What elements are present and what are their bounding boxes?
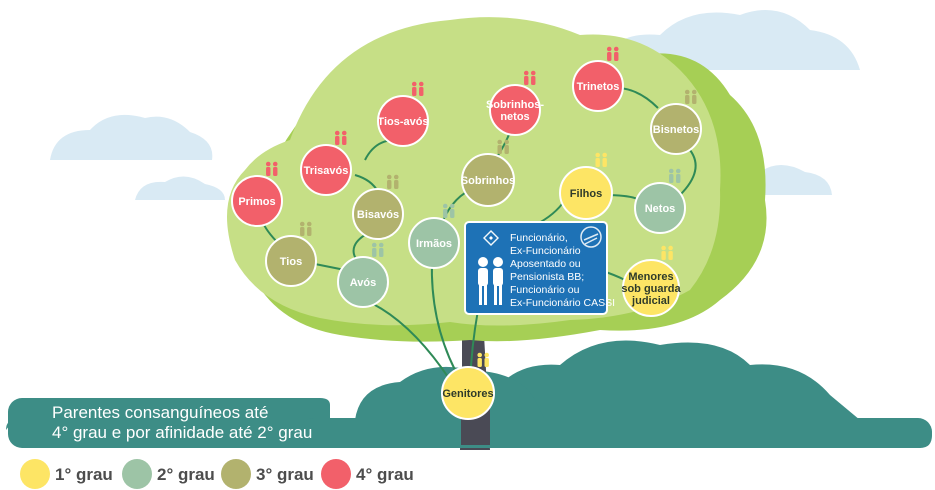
center-box: Funcionário, Ex-Funcionário Aposentado o…: [464, 221, 615, 315]
legend-label: 2° grau: [157, 465, 215, 484]
node-circle: [300, 144, 352, 196]
banner-bg: [8, 398, 330, 448]
node-circle: [337, 256, 389, 308]
legend-item-grau-3: 3° grau: [221, 459, 314, 489]
person-icon: [386, 174, 399, 189]
legend-label: 4° grau: [356, 465, 414, 484]
node-label-avos: Avós: [350, 277, 377, 289]
person-icon: [334, 130, 347, 145]
legend-swatch: [321, 459, 351, 489]
node-circle: [441, 366, 495, 420]
node-circle: [461, 153, 515, 207]
person-icon: [477, 352, 490, 367]
center-line-5: Funcionário ou: [510, 284, 580, 296]
branch-netos-bisnetos: [679, 149, 697, 196]
banner-ground: [300, 418, 932, 448]
branch-genitores-irmaos: [430, 259, 456, 371]
node-label-filhos: Filhos: [570, 188, 602, 200]
node-label-tios: Tios: [280, 256, 302, 268]
person-icon: [411, 81, 424, 96]
legend: 1° grau 2° grau 3° grau 4° grau: [20, 459, 414, 489]
node-label-irmaos: Irmãos: [416, 238, 452, 250]
node-label-bisnetos: Bisnetos: [653, 124, 699, 136]
node-label-tios-avos: Tios-avós: [377, 116, 428, 128]
center-line-6: Ex-Funcionário CASSI: [510, 297, 615, 309]
cassi-logo-icon: [580, 226, 602, 248]
node-label-sobrinhos: Sobrinhos: [461, 175, 515, 187]
node-label-trinetos: Trinetos: [577, 81, 620, 93]
legend-item-grau-1: 1° grau: [20, 459, 113, 489]
ground-bush-right: [480, 340, 860, 420]
node-bisnetos: Bisnetos: [650, 89, 702, 155]
person-icon: [523, 70, 536, 85]
person-icon: [371, 242, 384, 257]
node-primos: Primos: [231, 161, 283, 227]
node-circle: [634, 182, 686, 234]
node-tios-avos: Tios-avós: [377, 81, 429, 147]
person-icon: [299, 221, 312, 236]
nodes: TrinetosSobrinhos-netosTios-avósTrisavós…: [231, 46, 702, 317]
node-circle: [408, 217, 460, 269]
node-genitores: Genitores: [441, 352, 495, 420]
cloud-left: [50, 114, 213, 160]
person-icon: [595, 152, 607, 167]
bb-logo-icon: [483, 230, 499, 246]
node-circle: [352, 188, 404, 240]
center-line-4: Pensionista BB;: [510, 271, 584, 283]
node-trinetos: Trinetos: [572, 46, 624, 112]
banner-line-1: Parentes consanguíneos até: [52, 403, 268, 422]
node-circle: [265, 235, 317, 287]
person-icon: [668, 168, 681, 183]
node-avos: Avós: [337, 242, 389, 308]
node-label-trisavos: Trisavós: [304, 165, 349, 177]
legend-label: 1° grau: [55, 465, 113, 484]
node-sobrinhos-netos: Sobrinhos-netos: [486, 70, 544, 136]
people-icon: [478, 257, 503, 305]
node-label-sobrinhos-netos: Sobrinhos-netos: [486, 99, 544, 123]
node-circle: [489, 84, 541, 136]
node-irmaos: Irmãos: [408, 203, 460, 269]
cloud-left-small: [135, 176, 225, 200]
person-icon: [684, 89, 697, 104]
node-circle: [572, 60, 624, 112]
node-netos: Netos: [634, 168, 686, 234]
node-bisavos: Bisavós: [352, 174, 404, 240]
center-line-2: Ex-Funcionário: [510, 245, 581, 257]
legend-item-grau-2: 2° grau: [122, 459, 215, 489]
legend-label: 3° grau: [256, 465, 314, 484]
banner-line-2: 4° grau e por afinidade até 2° grau: [52, 423, 312, 442]
node-circle: [622, 259, 680, 317]
center-line-3: Aposentado ou: [510, 258, 581, 270]
front-nodes: Genitores: [441, 352, 495, 420]
node-circle: [650, 103, 702, 155]
node-label-primos: Primos: [238, 196, 275, 208]
node-label-netos: Netos: [645, 203, 676, 215]
legend-item-grau-4: 4° grau: [321, 459, 414, 489]
bottom-banner: Parentes consanguíneos até 4° grau e por…: [6, 398, 932, 448]
node-circle: [559, 166, 613, 220]
node-filhos: Filhos: [559, 152, 613, 220]
person-icon: [497, 139, 510, 154]
person-icon: [661, 245, 673, 260]
node-circle: [377, 95, 429, 147]
center-line-1: Funcionário,: [510, 232, 568, 244]
node-label-bisavos: Bisavós: [357, 209, 399, 221]
legend-swatch: [20, 459, 50, 489]
node-circle: [231, 175, 283, 227]
legend-swatch: [122, 459, 152, 489]
node-sobrinhos: Sobrinhos: [461, 139, 515, 207]
legend-swatch: [221, 459, 251, 489]
person-icon: [442, 203, 455, 218]
node-label-genitores: Genitores: [442, 388, 493, 400]
node-tios: Tios: [265, 221, 317, 287]
node-trisavos: Trisavós: [300, 130, 352, 196]
person-icon: [265, 161, 278, 176]
person-icon: [606, 46, 619, 61]
